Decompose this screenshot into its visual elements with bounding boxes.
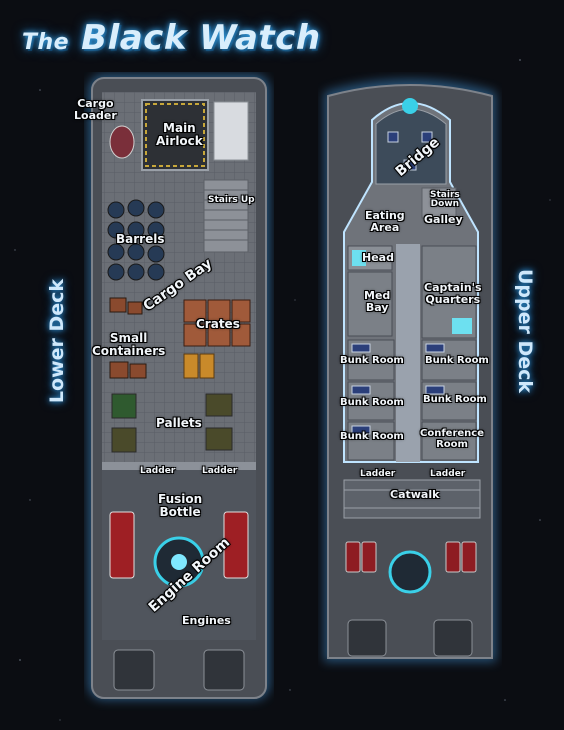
small-containers: [109, 297, 147, 379]
label-stairs-down: Stairs Down: [430, 190, 460, 210]
stairs-down: [421, 187, 457, 219]
label-ladder-left-lower: Ladder: [140, 466, 176, 476]
label-eating-area: Eating Area: [365, 209, 405, 234]
label-small-containers: Small Containers: [92, 331, 166, 358]
label-bunk-room-4: Bunk Room: [425, 355, 489, 366]
fusion-tanks: [109, 511, 249, 579]
upper-deck-label: Upper Deck: [514, 268, 536, 394]
conference-room: [421, 421, 477, 461]
label-main-airlock: Main Airlock: [156, 121, 203, 148]
engines: [113, 649, 245, 691]
label-ladder-left-upper: Ladder: [360, 469, 396, 479]
med-bay: [347, 271, 393, 337]
label-galley: Galley: [424, 213, 463, 226]
label-fusion-bottle: Fusion Bottle: [158, 492, 203, 519]
barrels: [107, 199, 165, 281]
lower-deck-label: Lower Deck: [46, 278, 68, 404]
label-bunk-room-1: Bunk Room: [340, 355, 404, 366]
map-title: The Black Watch: [22, 18, 321, 58]
label-crates: Crates: [196, 317, 240, 331]
pallets: [111, 393, 233, 453]
upper-engine-area: [345, 541, 477, 573]
lower-deck-map: [88, 74, 270, 700]
corridor: [396, 244, 420, 462]
label-captains-quarters: Captain's Quarters: [424, 281, 482, 306]
upper-deck-map: [324, 79, 496, 662]
label-engines: Engines: [182, 614, 231, 627]
label-conference-room: Conference Room: [420, 428, 485, 450]
stairs-up: [203, 179, 249, 253]
label-med-bay: Med Bay: [364, 289, 391, 314]
label-pallets: Pallets: [156, 416, 202, 430]
title-name: Black Watch: [81, 18, 321, 58]
label-barrels: Barrels: [116, 232, 165, 246]
label-catwalk: Catwalk: [390, 488, 440, 501]
label-bunk-room-5: Bunk Room: [423, 394, 487, 405]
label-ladder-right-lower: Ladder: [202, 466, 238, 476]
label-bunk-room-3: Bunk Room: [340, 431, 404, 442]
label-stairs-up: Stairs Up: [208, 195, 255, 205]
main-airlock: [141, 99, 209, 171]
label-ladder-right-upper: Ladder: [430, 469, 466, 479]
cargo-loader: [109, 125, 135, 159]
crates: [183, 299, 251, 347]
catwalk: [343, 479, 481, 519]
title-prefix: The: [22, 30, 70, 55]
label-bunk-room-2: Bunk Room: [340, 397, 404, 408]
label-head: Head: [362, 251, 394, 264]
label-cargo-loader: Cargo Loader: [74, 97, 117, 122]
